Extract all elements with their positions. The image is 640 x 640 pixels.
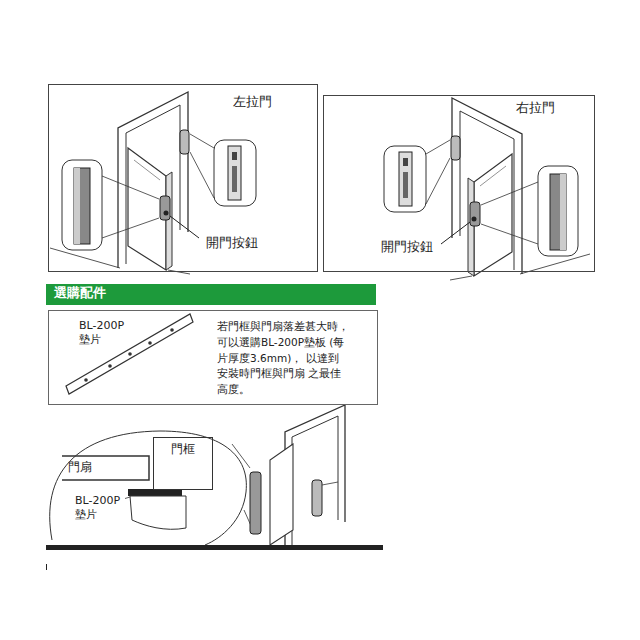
node-box: 左拉門開門按鈕 bbox=[48, 84, 318, 272]
node-title: BL-200P 墊片 bbox=[79, 319, 129, 347]
node-box: 門框 bbox=[153, 437, 213, 490]
node-box: 右拉門開門按鈕 bbox=[323, 95, 595, 272]
node-text: 開門按鈕 bbox=[206, 235, 258, 251]
node-text: 若門框與門扇落差甚大時， 可以選購BL-200P墊板 (每片厚度3.6mm)， … bbox=[217, 319, 349, 398]
node-title: 選購配件 bbox=[54, 285, 106, 301]
part-label: BL-200P 墊片 bbox=[75, 494, 125, 522]
node-box: BL-200P 墊片 若門框與門扇落差甚大時， 可以選購BL-200P墊板 (每片… bbox=[48, 310, 378, 405]
node-title: 左拉門 bbox=[233, 94, 272, 110]
node-title: 門扇 bbox=[68, 460, 92, 475]
node-text: 開門按鈕 bbox=[381, 239, 433, 255]
node-title: 右拉門 bbox=[516, 100, 555, 116]
node-box: 門扇 bbox=[62, 455, 150, 481]
node-box: 選購配件 bbox=[46, 284, 376, 305]
node-title: 門框 bbox=[154, 442, 212, 457]
